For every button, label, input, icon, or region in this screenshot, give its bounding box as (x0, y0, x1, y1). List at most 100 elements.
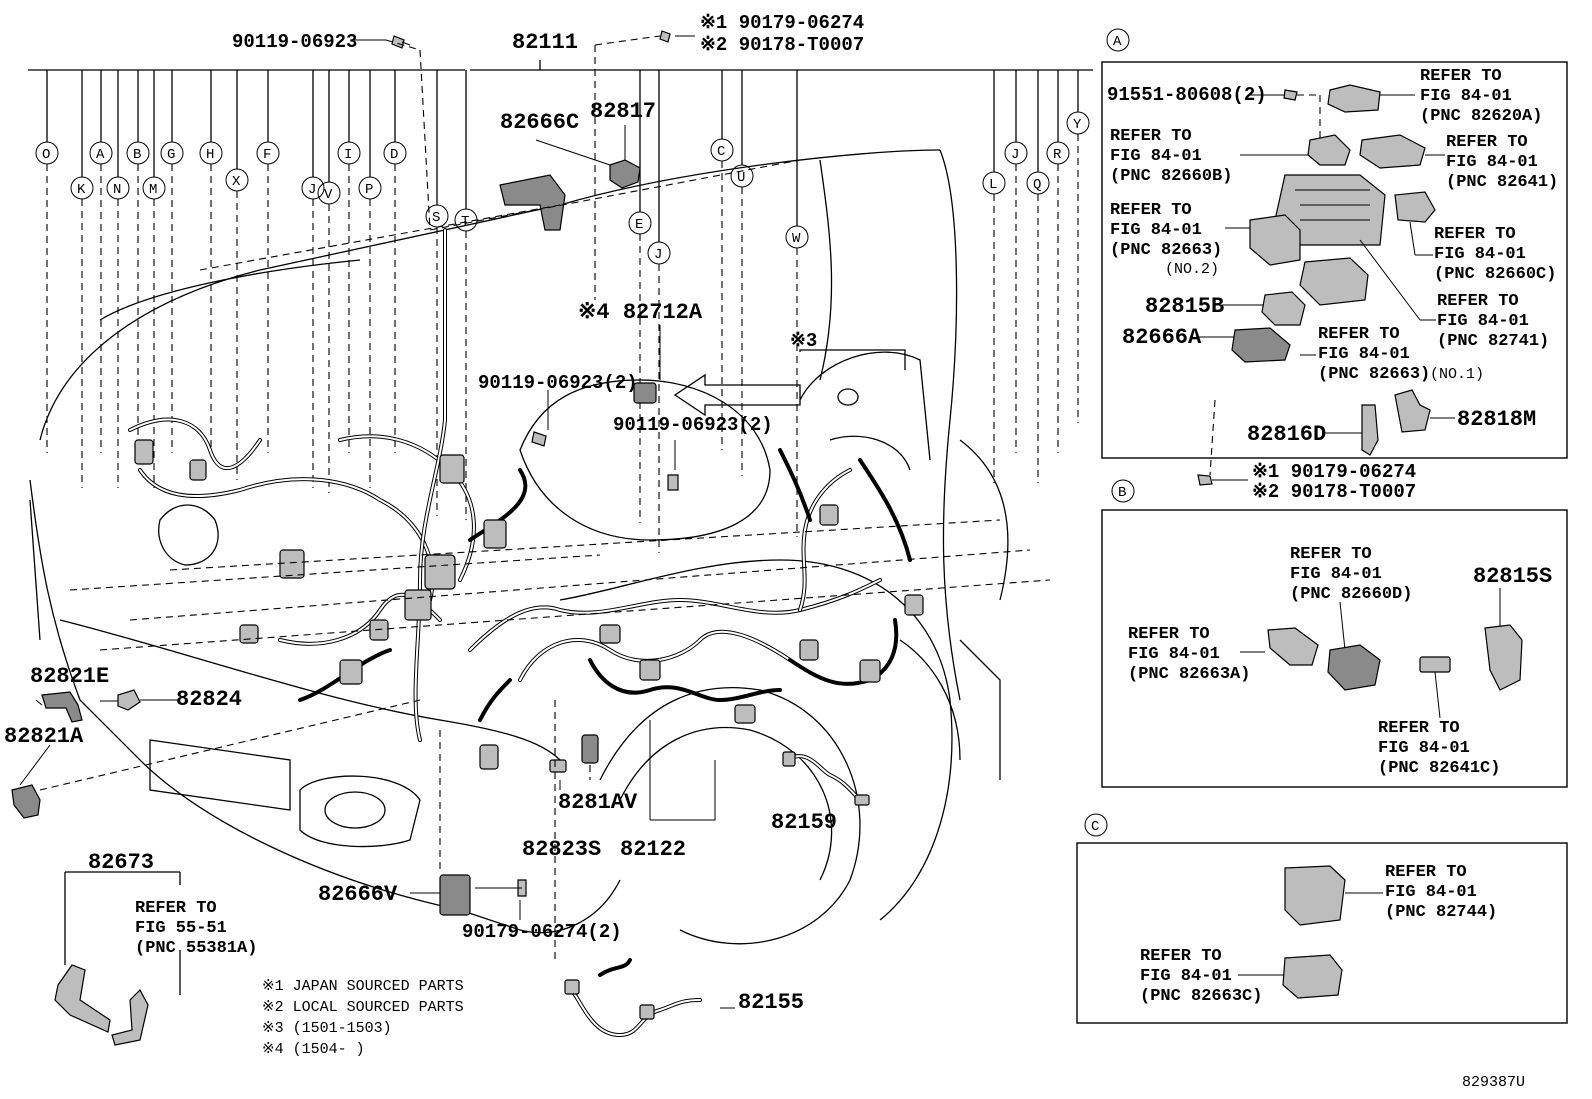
bubble-letter-top-15: J (654, 247, 662, 263)
bubble-top-1 (89, 141, 113, 165)
label-82823s: 82823S (522, 837, 601, 862)
svg-text:(PNC 82741): (PNC 82741) (1437, 332, 1549, 351)
label-82155: 82155 (738, 990, 804, 1015)
part-82823S-clip (549, 759, 567, 773)
bubble-letter-top-21: Q (1033, 177, 1041, 193)
bubble-top-8 (317, 181, 341, 205)
label-91551-80608: 91551-80608(2) (1107, 84, 1267, 106)
bubble-top-21 (1026, 171, 1050, 195)
label-82815b: 82815B (1145, 294, 1224, 319)
bolts (391, 30, 679, 897)
bubble-letter-top-0: O (42, 147, 50, 163)
bubble-top-20 (1004, 141, 1028, 165)
part-82159-wire (782, 751, 870, 806)
svg-text:REFER TO: REFER TO (1420, 67, 1502, 86)
svg-text:(PNC 82620A): (PNC 82620A) (1420, 107, 1542, 126)
bubble-top-9 (337, 141, 361, 165)
part-82666V-block (439, 874, 471, 916)
svg-text:REFER TO: REFER TO (1318, 325, 1400, 344)
bubble-letter-top-3: G (167, 147, 175, 163)
bubble-second-0 (70, 176, 94, 200)
bubble-top-6 (256, 141, 280, 165)
bubble-top-15 (647, 241, 671, 265)
label-note1-part: ※1 90179-06274 (700, 12, 864, 34)
svg-text:FIG 84-01: FIG 84-01 (1110, 147, 1202, 166)
svg-text:FIG 84-01: FIG 84-01 (1110, 221, 1202, 240)
bubble-letter-second-2: M (149, 182, 157, 198)
legend-note4: ※4 (1504- ) (262, 1041, 365, 1058)
panel-c-label: C (1091, 819, 1099, 835)
refer-55-51-l1: REFER TO (135, 899, 217, 918)
label-82817: 82817 (590, 99, 656, 124)
main-labels: 90119-06923 82111 82666C 82817 ※1 90179-… (4, 12, 864, 1015)
bubble-top-10 (358, 176, 382, 200)
label-82821a: 82821A (4, 724, 84, 749)
svg-text:(PNC 82663): (PNC 82663) (1318, 365, 1430, 384)
part-82817-clip (609, 159, 641, 189)
svg-text:(NO.1): (NO.1) (1430, 366, 1484, 383)
panel-b: B REFER TO FIG 84-01 (PNC 82660D) 82815S… (1101, 479, 1568, 788)
svg-text:REFER TO: REFER TO (1378, 719, 1460, 738)
label-90179-06274-2: 90179-06274(2) (462, 921, 622, 943)
bubble-top-13 (454, 208, 478, 232)
bubble-second-1 (106, 176, 130, 200)
svg-text:FIG 84-01: FIG 84-01 (1140, 967, 1232, 986)
bubble-top-22 (1046, 141, 1070, 165)
bubble-top-18 (785, 225, 809, 249)
svg-text:※2 90178-T0007: ※2 90178-T0007 (1252, 481, 1416, 503)
bubble-letter-top-9: I (344, 147, 352, 163)
svg-text:REFER TO: REFER TO (1290, 545, 1372, 564)
part-82824-clip (117, 689, 141, 711)
svg-text:REFER TO: REFER TO (1446, 133, 1528, 152)
svg-text:(PNC 82660B): (PNC 82660B) (1110, 167, 1232, 186)
svg-text:(NO.2): (NO.2) (1165, 261, 1219, 278)
label-82816d: 82816D (1247, 422, 1326, 447)
svg-text:REFER TO: REFER TO (1110, 201, 1192, 220)
bubble-letter-top-6: F (263, 147, 271, 163)
bubble-letter-top-4: H (206, 147, 214, 163)
svg-text:FIG 84-01: FIG 84-01 (1128, 645, 1220, 664)
label-82673: 82673 (88, 850, 154, 875)
panel-a: A 91551-80608(2) REFER TO FIG 84-01 (PNC… (1101, 28, 1568, 459)
label-82122: 82122 (620, 837, 686, 862)
svg-text:(PNC 82660D): (PNC 82660D) (1290, 585, 1412, 604)
part-82673-brackets (54, 871, 181, 1046)
part-82821A-bracket (11, 784, 41, 819)
bubble-letter-second-0: K (77, 182, 86, 198)
panel-a-label: A (1113, 34, 1122, 50)
bubble-top-14 (628, 211, 652, 235)
label-82159: 82159 (771, 810, 837, 835)
bubble-top-19 (982, 171, 1006, 195)
legend-note3: ※3 (1501-1503) (262, 1020, 392, 1037)
bubble-top-5 (225, 168, 249, 192)
label-8281av: 8281AV (558, 790, 638, 815)
svg-text:FIG 84-01: FIG 84-01 (1437, 312, 1529, 331)
refer-55-51-l3: (PNC 55381A) (135, 939, 257, 958)
svg-text:REFER TO: REFER TO (1110, 127, 1192, 146)
bubble-letter-top-2: B (133, 147, 141, 163)
label-82111: 82111 (512, 30, 578, 55)
bubble-letter-top-14: E (635, 217, 643, 233)
bubble-top-12 (425, 204, 449, 228)
bubble-letter-top-22: R (1053, 147, 1062, 163)
bubble-letter-top-5: X (232, 174, 241, 190)
label-90119-06923: 90119-06923 (232, 31, 357, 53)
label-90119-06923-2a: 90119-06923(2) (478, 372, 638, 394)
bubble-top-17 (730, 164, 754, 188)
svg-text:REFER TO: REFER TO (1434, 225, 1516, 244)
bubble-letter-top-8: V (324, 187, 333, 203)
bubble-second-2 (142, 176, 166, 200)
svg-text:FIG 84-01: FIG 84-01 (1290, 565, 1382, 584)
bubble-top-11 (383, 141, 407, 165)
bubble-top-2 (126, 141, 150, 165)
part-82155-wire (564, 958, 702, 1038)
label-note2-part: ※2 90178-T0007 (700, 34, 864, 56)
label-82712a: ※4 82712A (578, 300, 703, 325)
bubble-top-7 (301, 176, 325, 200)
bubble-letter-top-12: S (432, 210, 440, 226)
bubble-letter-top-23: Y (1073, 117, 1082, 133)
label-note3: ※3 (790, 330, 817, 352)
bubble-letter-top-18: W (792, 231, 801, 247)
svg-text:FIG 84-01: FIG 84-01 (1446, 153, 1538, 172)
